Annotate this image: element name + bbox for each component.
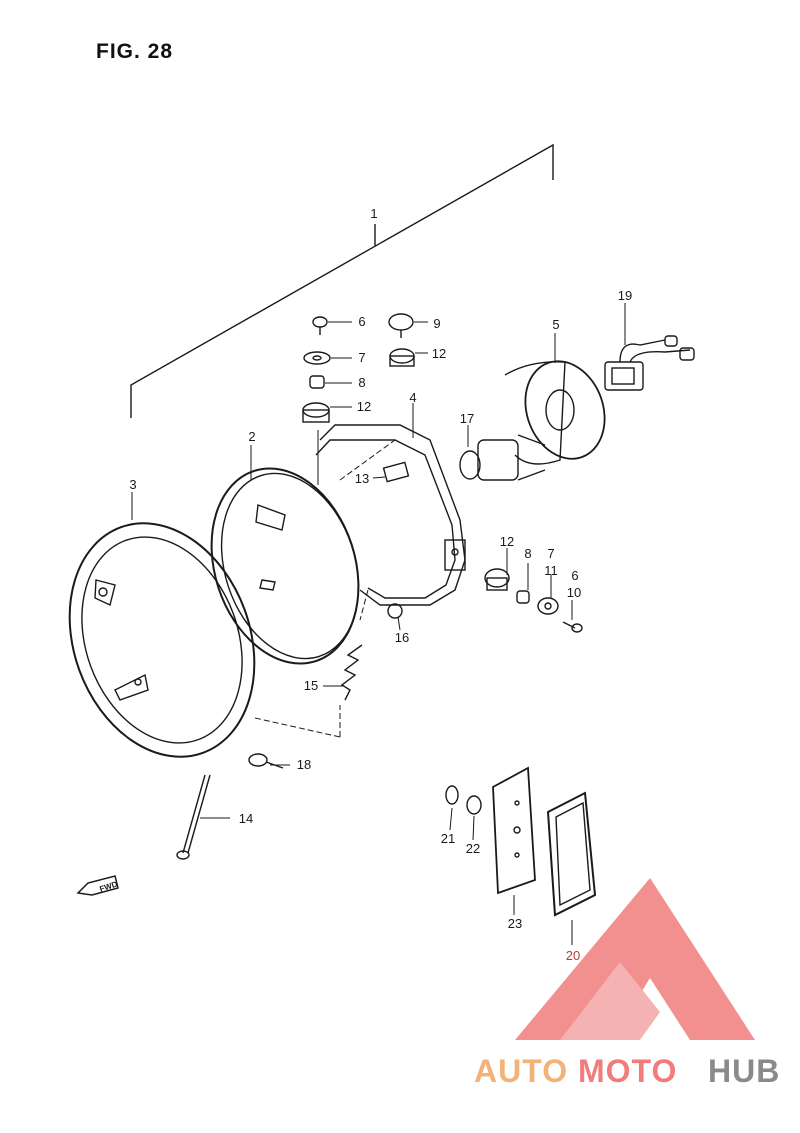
callout-9: 9: [433, 316, 440, 331]
callout-23: 23: [508, 916, 522, 931]
callout-16: 16: [395, 630, 409, 645]
callout-numbers: 1 2 3 4 5 6 7 8 9 12 12 13 14 15 16 17 1…: [129, 206, 632, 963]
callout-7b: 7: [547, 546, 554, 561]
mounting-screw: [248, 753, 284, 769]
assembly-bracket-line: [130, 143, 554, 418]
callout-12b: 12: [357, 399, 371, 414]
figure-title: FIG. 28: [96, 40, 174, 63]
callout-8a: 8: [358, 375, 365, 390]
adjusting-screw: [176, 774, 211, 860]
callout-12a: 12: [432, 346, 446, 361]
headlight-housing-bracket: [315, 424, 466, 606]
callout-21: 21: [441, 831, 455, 846]
callout-2: 2: [248, 429, 255, 444]
mounting-bolt: [387, 603, 403, 619]
watermark-hub: HUB: [708, 1053, 780, 1089]
callout-10: 10: [567, 585, 581, 600]
fastener-stack-top: [302, 313, 415, 423]
nut: [445, 785, 459, 805]
callout-11: 11: [544, 563, 558, 578]
callout-4: 4: [409, 390, 416, 405]
callout-13: 13: [355, 471, 369, 486]
callout-14: 14: [239, 811, 253, 826]
bulb-dust-cover: [504, 360, 606, 465]
callout-18: 18: [297, 757, 311, 772]
callout-7a: 7: [358, 350, 365, 365]
callout-20: 20: [566, 948, 580, 963]
callout-1: 1: [370, 206, 377, 221]
callout-3: 3: [129, 477, 136, 492]
leader-lines: [131, 303, 626, 945]
headlight-rim: [68, 522, 256, 758]
watermark-text: AUTO MOTO HUB: [474, 1053, 780, 1089]
adjusting-spring: [340, 644, 363, 701]
headlight-socket-wiring: [604, 335, 695, 391]
callout-15: 15: [304, 678, 318, 693]
fwd-arrow-icon: [76, 875, 119, 896]
reflector-bracket: [492, 766, 536, 895]
reflector: [546, 791, 597, 917]
headlight-lens-unit: [210, 467, 360, 665]
headlight-bulb: [459, 434, 546, 481]
callout-12c: 12: [500, 534, 514, 549]
fwd-label: FWD: [98, 880, 118, 894]
callout-6a: 6: [358, 314, 365, 329]
watermark-logo: [515, 878, 755, 1040]
callout-8b: 8: [524, 546, 531, 561]
callout-6b: 6: [571, 568, 578, 583]
watermark-moto: MOTO: [578, 1053, 677, 1089]
watermark-auto: AUTO: [474, 1053, 568, 1089]
callout-19: 19: [618, 288, 632, 303]
fastener-stack-right: [484, 568, 583, 633]
callout-22: 22: [466, 841, 480, 856]
callout-5: 5: [552, 317, 559, 332]
washer: [466, 795, 482, 815]
callout-17: 17: [460, 411, 474, 426]
